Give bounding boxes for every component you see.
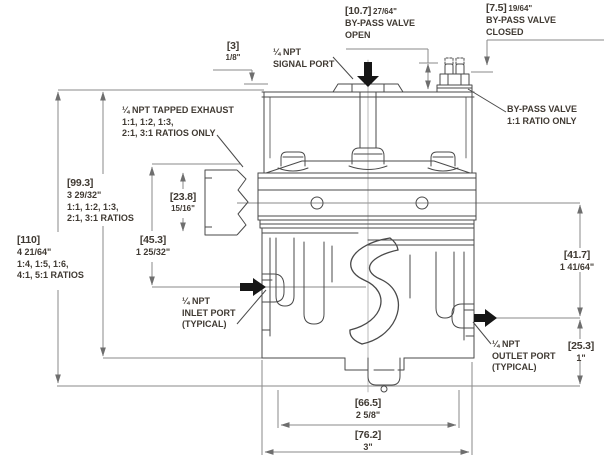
callout-bypass-ratio: BY-PASS VALVE 1:1 RATIO ONLY (507, 104, 577, 127)
tapped-exhaust-line3: 2:1, 3:1 RATIOS ONLY (122, 128, 216, 139)
leader-lines (216, 56, 507, 345)
dim-outlet-base: [25.3] 1" (560, 340, 602, 365)
outlet-port-line3: (TYPICAL) (492, 362, 537, 373)
dim-outlet-drop-in: 1 41/64" (559, 262, 595, 273)
dim-top-offset-mm: [3] (226, 40, 240, 52)
bypass-open-position-ghost (444, 57, 465, 65)
inlet-port-line2: INLET PORT (182, 307, 236, 318)
dim-height-large-mm: [110] (17, 234, 40, 246)
bypass-open-mm: [10.7] (345, 5, 372, 17)
outlet-port-line1: ¼ NPT (492, 339, 521, 349)
outlet-flow-arrow (474, 309, 497, 327)
dim-width-outer-mm: [76.2] (354, 429, 382, 441)
callout-bypass-open: [10.7] 27/64" BY-PASS VALVE OPEN (345, 5, 415, 41)
dim-height-small-in: 3 29/32" (67, 190, 102, 201)
inlet-flow-arrow (240, 278, 266, 296)
bypass-ratio-line2: 1:1 RATIO ONLY (507, 115, 577, 126)
exhaust-boss-detail (204, 169, 249, 236)
callout-signal-port: ¼ NPT SIGNAL PORT (273, 47, 334, 70)
signal-port-line1: ¼ NPT (273, 47, 302, 57)
dim-width-inner-mm: [66.5] (354, 397, 382, 409)
outlet-port-line2: OUTLET PORT (492, 350, 556, 361)
valve-body (257, 57, 477, 393)
bypass-closed-line3: CLOSED (486, 26, 524, 37)
tapped-exhaust-line2: 1:1, 1:2, 1:3, (122, 116, 174, 127)
bypass-open-line2: BY-PASS VALVE (345, 18, 416, 29)
inlet-port-line1: ¼ NPT (182, 296, 211, 306)
dim-inlet-height-mm: [45.3] (139, 234, 167, 246)
signal-port-arrow (357, 62, 379, 87)
s-passage (349, 237, 399, 345)
dim-outlet-base-mm: [25.3] (567, 340, 595, 352)
dim-outlet-base-in: 1" (576, 353, 586, 364)
dim-inlet-height: [45.3] 1 25/32" (128, 234, 178, 259)
dim-top-offset-in: 1/8" (225, 53, 241, 63)
dim-height-large-ratios1: 1:4, 1:5, 1:6, (17, 258, 69, 269)
dim-height-large-ratios2: 4:1, 5:1 RATIOS (17, 270, 84, 281)
dim-width-inner: [66.5] 2 5/8" (338, 397, 398, 422)
flange-hole-left (310, 196, 324, 210)
inlet-port-line3: (TYPICAL) (182, 319, 227, 330)
dim-inlet-height-in: 1 25/32" (135, 247, 171, 258)
dim-outlet-drop-mm: [41.7] (563, 249, 591, 261)
dim-height-small-ratios2: 2:1, 3:1 RATIOS (67, 213, 134, 224)
dim-exhaust-boss-mm: [23.8] (169, 191, 197, 203)
dim-top-offset: [3] 1/8" (212, 40, 254, 64)
outlet-pocket (451, 303, 475, 329)
cover-bolts (277, 147, 459, 172)
dim-height-small: [99.3] 3 29/32" 1:1, 1:2, 1:3, 2:1, 3:1 … (67, 177, 134, 225)
bypass-ratio-line1: BY-PASS VALVE (507, 104, 578, 114)
dim-outlet-drop: [41.7] 1 41/64" (551, 249, 603, 274)
tapped-exhaust-line1: ¼ NPT TAPPED EXHAUST (122, 105, 234, 115)
bypass-open-in: 27/64" (373, 7, 397, 16)
bypass-closed-line2: BY-PASS VALVE (486, 15, 557, 26)
callout-bypass-closed: [7.5] 19/64" BY-PASS VALVE CLOSED (486, 2, 556, 38)
bottom-plug (344, 357, 405, 393)
inlet-pocket (261, 273, 285, 303)
signal-port-line2: SIGNAL PORT (273, 58, 335, 69)
dim-exhaust-boss-in: 15/16" (171, 204, 195, 214)
dim-width-inner-in: 2 5/8" (355, 410, 381, 421)
dim-height-large: [110] 4 21/64" 1:4, 1:5, 1:6, 4:1, 5:1 R… (17, 234, 84, 282)
dim-width-outer-in: 3" (363, 442, 373, 453)
flange-hole-right (415, 196, 429, 210)
dim-exhaust-boss: [23.8] 15/16" (161, 191, 205, 215)
bypass-closed-in: 19/64" (508, 4, 533, 13)
bypass-valve (436, 57, 473, 93)
dim-height-large-in: 4 21/64" (17, 247, 52, 258)
callout-outlet-port: ¼ NPT OUTLET PORT (TYPICAL) (492, 339, 556, 374)
callout-inlet-port: ¼ NPT INLET PORT (TYPICAL) (182, 296, 236, 331)
dim-height-small-ratios1: 1:1, 1:2, 1:3, (67, 201, 119, 212)
dimension-lines (55, 39, 604, 455)
dim-width-outer: [76.2] 3" (338, 429, 398, 454)
flow-arrows (240, 62, 497, 327)
callout-tapped-exhaust: ¼ NPT TAPPED EXHAUST 1:1, 1:2, 1:3, 2:1,… (122, 105, 234, 140)
dim-height-small-mm: [99.3] (67, 177, 94, 189)
bypass-open-line3: OPEN (345, 29, 371, 40)
bypass-closed-mm: [7.5] (486, 2, 507, 14)
